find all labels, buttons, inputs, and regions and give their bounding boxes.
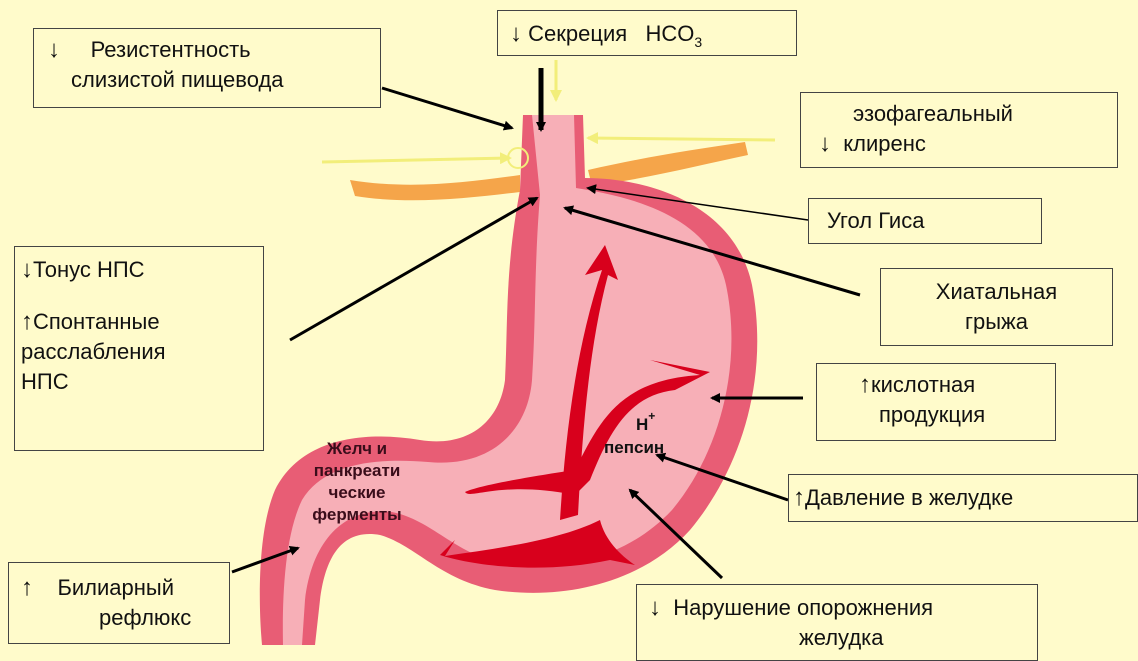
- up-arrow-icon: ↑: [21, 573, 33, 603]
- yellow-arrow-right: [588, 138, 775, 140]
- down-arrow-icon: ↓: [48, 35, 60, 65]
- box-hiatal-hernia: Хиатальная грыжа: [880, 268, 1113, 346]
- yellow-arrow-left: [322, 158, 510, 162]
- up-arrow-icon: ↑: [21, 307, 33, 337]
- up-arrow-icon: ↑: [859, 370, 871, 400]
- box-gastric-pressure: ↑Давление в желудке: [788, 474, 1138, 522]
- box-mucosa-resistance: ↓ Резистентность слизистой пищевода: [33, 28, 381, 108]
- diaphragm-right: [588, 142, 748, 186]
- down-arrow-icon: ↓: [510, 19, 522, 49]
- down-arrow-icon: ↓: [21, 255, 33, 285]
- pointer-les: [290, 198, 537, 340]
- down-arrow-icon: ↓: [819, 129, 831, 159]
- pointer-mucosa: [382, 88, 512, 128]
- box-his-angle: Угол Гиса: [808, 198, 1042, 244]
- box-biliary-reflux: ↑ Билиарный рефлюкс: [8, 562, 230, 644]
- h-plus-label: H+: [636, 405, 655, 436]
- bile-enzymes-label: Желч и панкреати ческие ферменты: [282, 438, 432, 526]
- box-gastric-emptying: ↓ Нарушение опорожнения желудка: [636, 584, 1038, 661]
- down-arrow-icon: ↓: [649, 593, 661, 623]
- box-les: ↓Тонус НПС ↑Спонтанные расслабления НПС: [14, 246, 264, 451]
- box-clearance: эзофагеальный ↓ клиренс: [800, 92, 1118, 168]
- up-arrow-icon: ↑: [793, 483, 805, 513]
- diaphragm-left: [350, 175, 520, 200]
- box-acid-production: ↑кислотная продукция: [816, 363, 1056, 441]
- box-secretion: ↓ Секреция HCO3: [497, 10, 797, 56]
- pepsin-label: пепсин: [604, 437, 664, 459]
